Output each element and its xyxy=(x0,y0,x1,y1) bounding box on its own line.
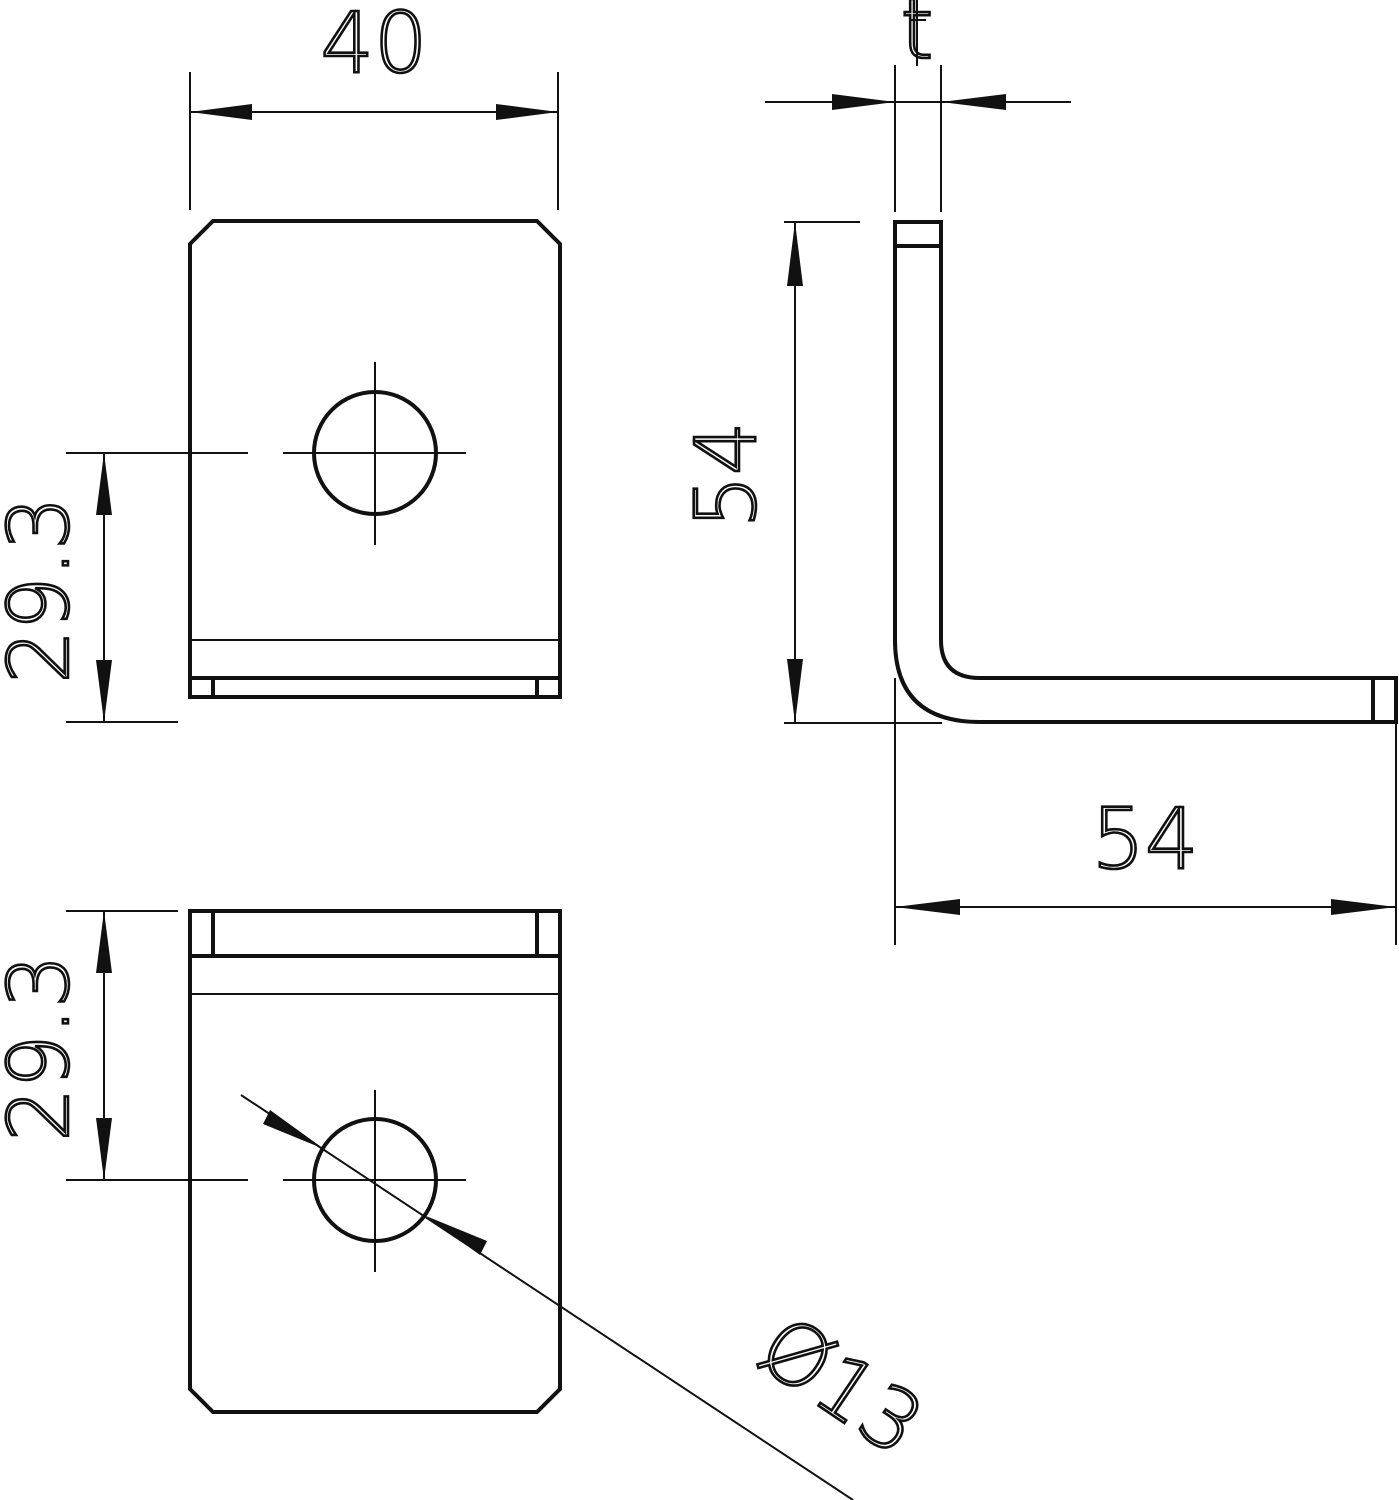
front-view-upper xyxy=(66,72,562,723)
dim-hole-offset-top-label: 29.3 xyxy=(0,496,88,683)
front-view-lower xyxy=(66,909,854,1500)
dim-hole-diameter-label: Ø13 xyxy=(742,1297,940,1475)
dim-length-label: 54 xyxy=(1092,790,1199,888)
dim-width-label: 40 xyxy=(321,0,428,92)
dim-hole-offset-bottom-label: 29.3 xyxy=(0,954,88,1141)
dim-height-label: 54 xyxy=(677,422,775,529)
dim-thickness-label: t xyxy=(901,0,934,78)
side-view xyxy=(765,0,1398,945)
